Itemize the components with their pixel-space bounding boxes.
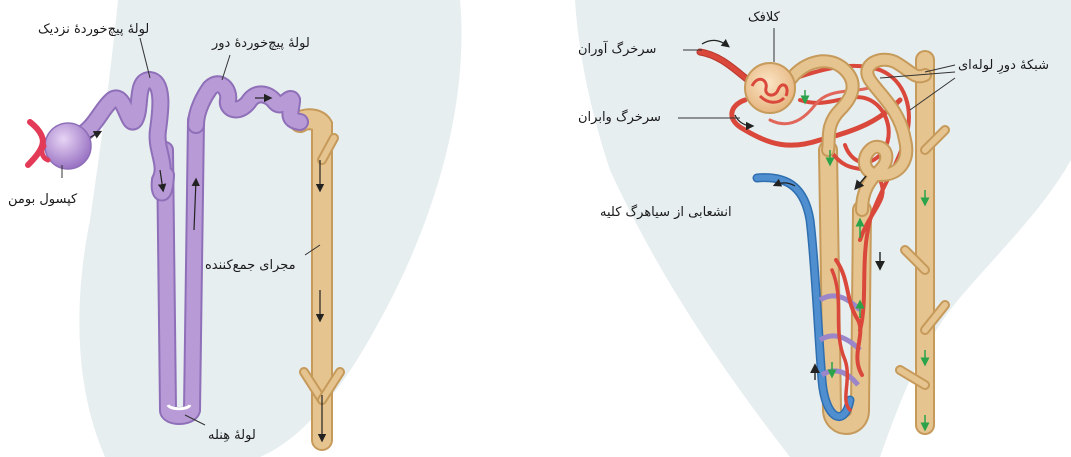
label-efferent-arteriole: سرخرگ وابران	[578, 110, 661, 125]
label-renal-vein-branch: انشعابی از سیاهرگ کلیه	[600, 205, 732, 220]
label-peritubular-network: شبکهٔ دورِ لوله‌ای	[958, 58, 1049, 73]
left-background-shape	[79, 0, 461, 457]
label-collecting-duct: مجرای جمع‌کننده	[205, 258, 296, 273]
glomerulus	[745, 63, 795, 113]
label-afferent-arteriole: سرخرگ آوران	[578, 42, 656, 57]
label-bowman-capsule: کپسول بومن	[8, 192, 77, 207]
label-loop-of-henle: لولهٔ هِنله	[208, 428, 256, 443]
label-distal-tubule: لولهٔ پیچ‌خوردهٔ دور	[212, 36, 310, 51]
bowman-capsule	[28, 122, 91, 169]
label-proximal-tubule: لولهٔ پیچ‌خوردهٔ نزدیک	[38, 22, 149, 37]
label-glomerulus: کلافک	[748, 10, 780, 25]
